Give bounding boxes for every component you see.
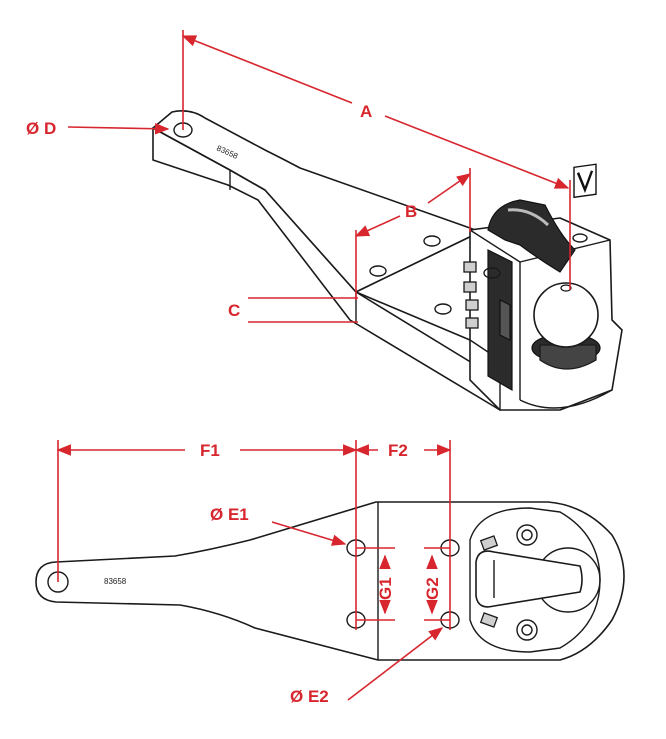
- top-view: 83658: [35, 501, 625, 661]
- top-dimensions: F1 F2 G1 G2 Ø E1 Ø E2: [56, 440, 452, 706]
- iso-dimensions: A B C Ø D: [26, 30, 571, 323]
- dimension-label-e2: Ø E2: [290, 687, 329, 706]
- dimension-label-c: C: [228, 301, 240, 320]
- brand-logo-badge: [573, 163, 597, 199]
- dimension-label-g2: G2: [423, 577, 442, 600]
- dimension-label-f1: F1: [200, 441, 220, 460]
- dimension-label-d: Ø D: [26, 119, 56, 138]
- dimension-label-f2: F2: [388, 441, 408, 460]
- dimension-label-e1: Ø E1: [210, 505, 249, 524]
- dimension-label-a: A: [360, 102, 372, 121]
- isometric-view: 83658: [152, 110, 623, 411]
- dimension-label-b: B: [405, 202, 417, 221]
- dimension-label-g1: G1: [376, 577, 395, 600]
- part-number-stamp-top: 83658: [104, 577, 127, 586]
